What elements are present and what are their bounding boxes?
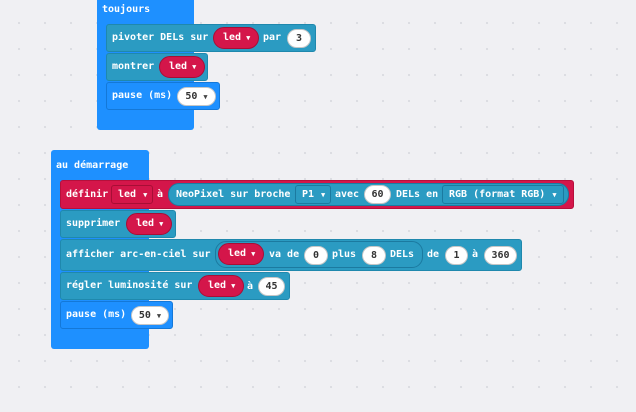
range-from-input[interactable]: 0 — [304, 246, 328, 265]
on-start-pause-dropdown[interactable]: 50 ▼ — [131, 306, 169, 325]
range-from-label: va de — [269, 249, 300, 260]
chevron-down-icon: ▼ — [552, 190, 557, 199]
range-count-value: 8 — [370, 249, 378, 261]
clear-strip-variable-label: led — [136, 218, 155, 229]
hue-end-value: 360 — [491, 249, 510, 261]
forever-pause-label: pause (ms) — [112, 90, 173, 101]
chevron-down-icon: ▼ — [246, 34, 251, 42]
range-plus-label: plus — [332, 249, 357, 260]
show-label: montrer — [112, 61, 155, 72]
leds-in-label: DELs en — [396, 189, 439, 200]
on-start-title: au démarrage — [56, 160, 129, 171]
clear-strip-variable[interactable]: led ▼ — [126, 213, 172, 235]
pin-value: P1 — [302, 188, 315, 200]
mode-dropdown[interactable]: RGB (format RGB) ▼ — [442, 185, 564, 204]
chevron-down-icon: ▼ — [143, 190, 148, 199]
chevron-down-icon: ▼ — [203, 92, 208, 101]
forever-pause-value: 50 — [185, 90, 198, 102]
brightness-to-label: à — [247, 281, 254, 292]
clear-label: supprimer — [66, 218, 121, 229]
forever-title: toujours — [102, 4, 151, 15]
on-start-pause-value: 50 — [138, 309, 151, 321]
hue-start-input[interactable]: 1 — [445, 246, 468, 265]
brightness-value: 45 — [265, 280, 278, 292]
show-strip-variable[interactable]: led ▼ — [159, 56, 205, 78]
rainbow-strip-variable-label: led — [228, 248, 247, 259]
range-unit-label: DELs — [390, 249, 415, 260]
set-variable-dropdown[interactable]: led ▼ — [111, 185, 153, 204]
rotate-by-input[interactable]: 3 — [287, 29, 311, 48]
rotate-strip-variable[interactable]: led ▼ — [213, 27, 259, 49]
chevron-down-icon: ▼ — [192, 63, 197, 71]
chevron-down-icon: ▼ — [231, 282, 236, 290]
forever-pause-dropdown[interactable]: 50 ▼ — [177, 87, 216, 106]
on-start-pause-label: pause (ms) — [66, 309, 127, 320]
neopixel-create-label: NeoPixel sur broche — [176, 189, 291, 200]
hue-from-label: de — [427, 249, 440, 260]
range-count-input[interactable]: 8 — [362, 246, 386, 265]
brightness-strip-variable[interactable]: led ▼ — [198, 275, 244, 297]
brightness-block[interactable]: régler luminosité sur — [60, 272, 290, 300]
with-label: avec — [335, 189, 360, 200]
pin-dropdown[interactable]: P1 ▼ — [295, 185, 331, 204]
set-to-label: à — [157, 189, 164, 200]
set-variable-label: led — [118, 188, 137, 200]
mode-value: RGB (format RGB) — [449, 188, 546, 200]
chevron-down-icon: ▼ — [251, 250, 256, 258]
range-from-value: 0 — [312, 249, 320, 261]
show-strip-variable-label: led — [169, 61, 188, 72]
hue-start-value: 1 — [453, 249, 460, 261]
rotate-leds-label: pivoter DELs sur — [112, 32, 209, 43]
chevron-down-icon: ▼ — [159, 220, 164, 228]
rotate-leds-block[interactable]: pivoter DELs sur — [106, 24, 316, 52]
brightness-label: régler luminosité sur — [66, 280, 193, 291]
brightness-strip-variable-label: led — [208, 280, 227, 291]
rainbow-strip-variable[interactable]: led ▼ — [218, 243, 264, 265]
led-count-input[interactable]: 60 — [364, 185, 391, 204]
rotate-strip-variable-label: led — [223, 32, 242, 43]
set-label: définir — [66, 188, 109, 200]
chevron-down-icon: ▼ — [156, 311, 162, 320]
rotate-by-label: par — [263, 32, 282, 43]
rotate-by-value: 3 — [295, 32, 303, 44]
chevron-down-icon: ▼ — [321, 190, 326, 199]
hue-end-input[interactable]: 360 — [484, 246, 517, 265]
led-count-value: 60 — [371, 188, 384, 200]
rainbow-label: afficher arc-en-ciel sur — [66, 249, 211, 260]
brightness-input[interactable]: 45 — [258, 277, 285, 296]
hue-to-label: à — [472, 249, 479, 260]
